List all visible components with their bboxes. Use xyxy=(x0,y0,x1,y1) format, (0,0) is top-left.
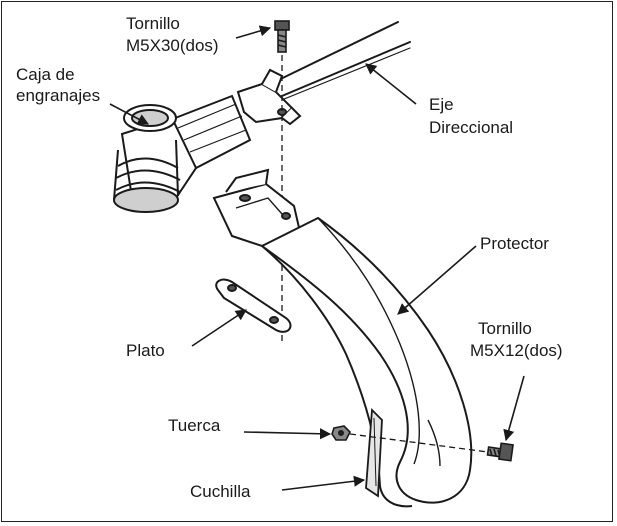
arrow-blade xyxy=(281,475,366,491)
arrow-gearbox xyxy=(109,103,149,125)
plate xyxy=(215,278,292,333)
nut xyxy=(331,425,351,441)
arrow-screw-top xyxy=(235,25,272,39)
label-screw-top-2: M5X30(dos) xyxy=(126,36,219,55)
leader-arrows xyxy=(109,25,525,491)
label-screw-bottom-2: M5X12(dos) xyxy=(470,341,563,360)
screw-top xyxy=(274,20,290,53)
screw-bottom xyxy=(486,442,514,462)
protector xyxy=(212,168,473,508)
arrow-protector xyxy=(397,245,477,315)
label-plate: Plato xyxy=(126,341,165,360)
arrow-plate xyxy=(191,309,247,347)
label-shaft-1: Eje xyxy=(429,95,454,114)
label-gearbox-1: Caja de xyxy=(16,65,75,84)
label-shaft-2: Direccional xyxy=(429,118,513,137)
label-nut: Tuerca xyxy=(168,416,221,435)
arrow-shaft xyxy=(365,63,417,105)
drive-shaft xyxy=(261,21,411,109)
arrow-nut xyxy=(243,428,332,440)
alignment-line-horizontal xyxy=(349,433,489,453)
label-screw-top-1: Tornillo xyxy=(126,14,180,33)
label-protector: Protector xyxy=(480,234,549,253)
gearbox xyxy=(113,94,252,213)
label-gearbox-2: engranajes xyxy=(16,86,100,105)
blade xyxy=(365,407,383,498)
shaft-clamp xyxy=(236,68,302,126)
label-screw-bottom-1: Tornillo xyxy=(478,319,532,338)
label-blade: Cuchilla xyxy=(190,482,251,501)
arrow-screw-bottom xyxy=(503,375,525,442)
